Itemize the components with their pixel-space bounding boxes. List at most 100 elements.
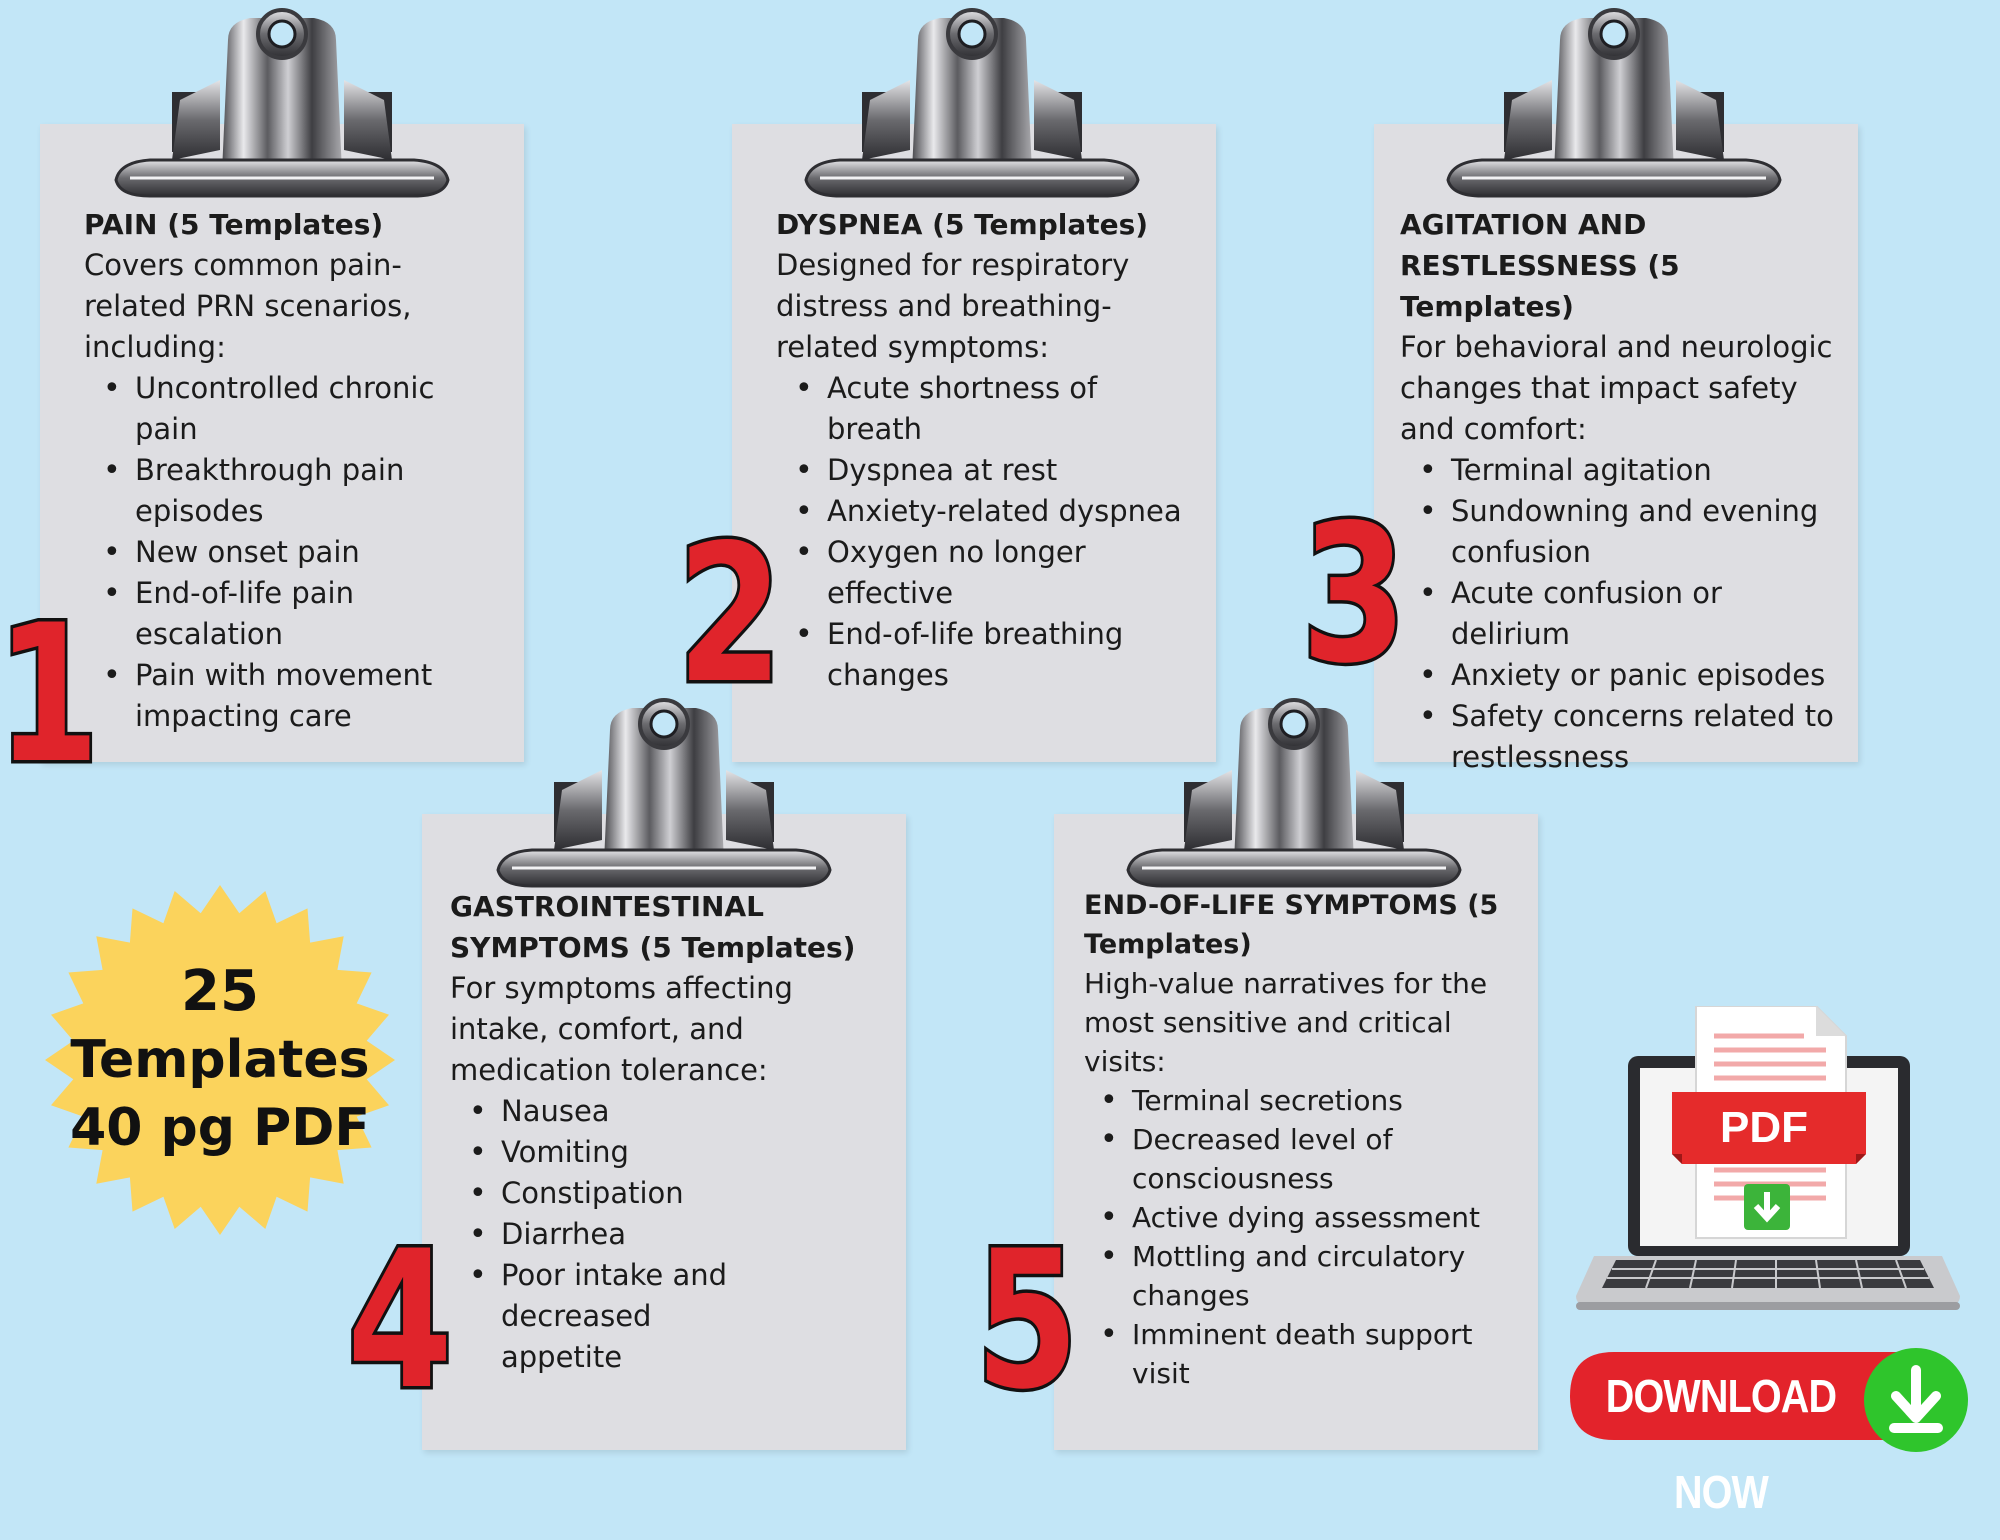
- card-intro-line: related symptoms:: [776, 330, 1049, 364]
- list-item: End-of-life breathing changes: [795, 614, 1196, 696]
- list-item: Nausea: [469, 1091, 886, 1132]
- download-now-button[interactable]: DOWNLOAD NOW: [1566, 1348, 1976, 1518]
- list-item-line: Poor intake and decreased: [501, 1258, 728, 1333]
- list-item-line: Active dying assessment: [1132, 1201, 1481, 1234]
- binder-clip-icon: [114, 8, 450, 198]
- card-title-line: GASTROINTESTINAL: [450, 890, 764, 923]
- list-item-line: changes: [1132, 1279, 1250, 1312]
- list-item-line: escalation: [135, 617, 284, 651]
- card-dyspnea: DYSPNEA (5 Templates) Designed for respi…: [732, 124, 1216, 762]
- list-item-line: Terminal secretions: [1132, 1084, 1403, 1117]
- card-intro: High-value narratives for the most sensi…: [1084, 964, 1518, 1081]
- card-title-line: AGITATION AND: [1400, 208, 1647, 241]
- list-item-line: delirium: [1451, 617, 1570, 651]
- card-end-of-life: END-OF-LIFE SYMPTOMS (5 Templates) High-…: [1054, 814, 1538, 1450]
- list-item: Decreased level of consciousness: [1100, 1120, 1518, 1198]
- list-item-line: End-of-life breathing: [827, 617, 1124, 651]
- list-item: Terminal secretions: [1100, 1081, 1518, 1120]
- download-button-shape: [1570, 1348, 1968, 1452]
- list-item-line: Constipation: [501, 1176, 684, 1210]
- card-title-line: DYSPNEA (5 Templates): [776, 208, 1149, 241]
- card-title: AGITATION AND RESTLESSNESS (5 Templates): [1400, 204, 1838, 327]
- list-item-line: Sundowning and evening: [1451, 494, 1819, 528]
- list-item-line: impacting care: [135, 699, 352, 733]
- list-item: Imminent death support visit: [1100, 1315, 1518, 1393]
- number-4-text: 4: [347, 1209, 453, 1431]
- list-item-line: Oxygen no longer: [827, 535, 1086, 569]
- list-item-line: Vomiting: [501, 1135, 629, 1169]
- laptop-pdf-illustration: PDF: [1576, 1006, 1960, 1316]
- card-intro-line: visits:: [1084, 1045, 1166, 1078]
- card-intro-line: For symptoms affecting: [450, 971, 793, 1005]
- list-item-line: confusion: [1451, 535, 1591, 569]
- card-list: Terminal secretions Decreased level of co…: [1084, 1081, 1518, 1393]
- badge-pages: 40 pg PDF: [70, 1098, 370, 1158]
- binder-clip-icon: [804, 8, 1140, 198]
- card-agitation: AGITATION AND RESTLESSNESS (5 Templates)…: [1374, 124, 1858, 774]
- card-pain: PAIN (5 Templates) Covers common pain- r…: [40, 124, 524, 762]
- list-item-line: appetite: [501, 1340, 623, 1374]
- card-intro: Covers common pain- related PRN scenario…: [84, 245, 504, 368]
- list-item-line: Anxiety-related dyspnea: [827, 494, 1182, 528]
- card-intro-line: changes that impact safety: [1400, 371, 1798, 405]
- card-pain-content: PAIN (5 Templates) Covers common pain- r…: [84, 204, 504, 737]
- card-title: GASTROINTESTINAL SYMPTOMS (5 Templates): [450, 886, 886, 968]
- card-intro-line: For behavioral and neurologic: [1400, 330, 1833, 364]
- list-item: Diarrhea: [469, 1214, 886, 1255]
- list-item-line: Imminent death support: [1132, 1318, 1473, 1351]
- list-item-line: visit: [1132, 1357, 1190, 1390]
- list-item: Anxiety-related dyspnea: [795, 491, 1196, 532]
- list-item-line: Dyspnea at rest: [827, 453, 1058, 487]
- list-item-line: Acute shortness of: [827, 371, 1098, 405]
- card-intro-line: most sensitive and critical: [1084, 1006, 1452, 1039]
- card-title-line: PAIN (5 Templates): [84, 208, 384, 241]
- list-item-line: New onset pain: [135, 535, 360, 569]
- number-1-text: 1: [0, 585, 100, 806]
- list-item: Terminal agitation: [1419, 450, 1838, 491]
- list-item-line: Anxiety or panic episodes: [1451, 658, 1826, 692]
- list-item-line: consciousness: [1132, 1162, 1334, 1195]
- list-item-line: changes: [827, 658, 949, 692]
- card-intro-line: intake, comfort, and: [450, 1012, 744, 1046]
- list-item: Mottling and circulatory changes: [1100, 1237, 1518, 1315]
- list-item: Poor intake and decreased appetite: [469, 1255, 886, 1378]
- card-list: Nausea Vomiting Constipation Diarrhea Po…: [450, 1091, 886, 1378]
- card-title: PAIN (5 Templates): [84, 204, 504, 245]
- card-list: Terminal agitation Sundowning and evenin…: [1400, 450, 1838, 778]
- card-intro-line: distress and breathing-: [776, 289, 1112, 323]
- list-item-line: Mottling and circulatory: [1132, 1240, 1466, 1273]
- templates-count-badge: 25 Templates 40 pg PDF: [40, 880, 400, 1240]
- number-2-text: 2: [677, 503, 783, 725]
- list-item: End-of-life pain escalation: [103, 573, 504, 655]
- list-item: Pain with movement impacting care: [103, 655, 504, 737]
- number-3-text: 3: [1301, 483, 1407, 705]
- card-intro: Designed for respiratory distress and br…: [776, 245, 1196, 368]
- card-gastrointestinal-content: GASTROINTESTINAL SYMPTOMS (5 Templates) …: [450, 886, 886, 1378]
- list-item-line: Acute confusion or: [1451, 576, 1722, 610]
- card-intro-line: related PRN scenarios,: [84, 289, 412, 323]
- number-1: 1: [0, 582, 103, 809]
- card-intro-line: including:: [84, 330, 226, 364]
- number-5: 5: [972, 1208, 1081, 1435]
- list-item: Sundowning and evening confusion: [1419, 491, 1838, 573]
- card-intro-line: High-value narratives for the: [1084, 967, 1488, 1000]
- badge-text: 25 Templates 40 pg PDF: [40, 880, 400, 1240]
- number-3: 3: [1298, 480, 1410, 708]
- card-title-line: Templates): [1084, 929, 1252, 960]
- list-item-line: Decreased level of: [1132, 1123, 1393, 1156]
- pdf-label: PDF: [1720, 1103, 1808, 1152]
- card-intro-line: Covers common pain-: [84, 248, 402, 282]
- number-4: 4: [344, 1206, 456, 1434]
- binder-clip-icon: [1126, 698, 1462, 888]
- list-item: Active dying assessment: [1100, 1198, 1518, 1237]
- list-item: Dyspnea at rest: [795, 450, 1196, 491]
- list-item-line: Breakthrough pain: [135, 453, 405, 487]
- list-item-line: Pain with movement: [135, 658, 433, 692]
- list-item-line: pain: [135, 412, 198, 446]
- list-item-line: End-of-life pain: [135, 576, 354, 610]
